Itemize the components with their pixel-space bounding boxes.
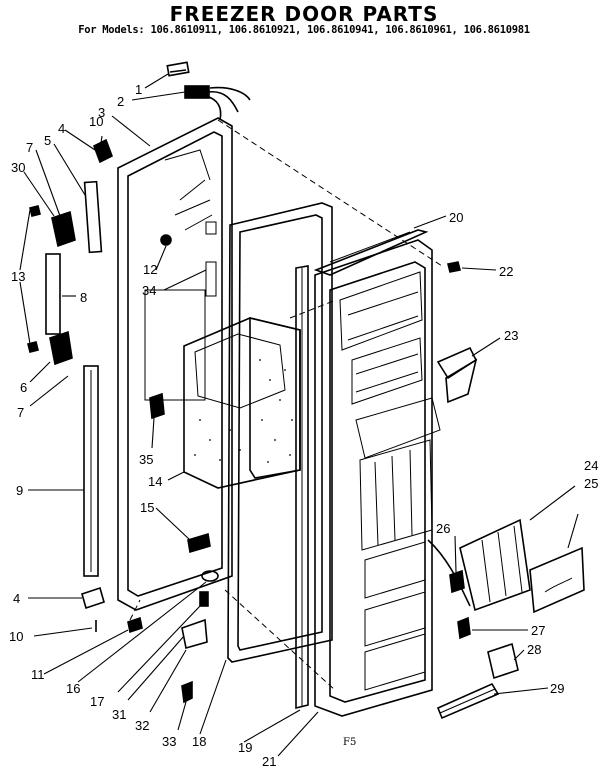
callout-label: 14 [148, 474, 162, 489]
inner-door-panel [117, 117, 233, 611]
callout-label: 7 [26, 140, 33, 155]
callout-label: 29 [550, 681, 564, 696]
leader-lines [19, 73, 579, 757]
wire-connector-part [184, 85, 251, 121]
callout-label: 35 [139, 452, 153, 467]
callout-label: 12 [143, 262, 157, 277]
callout-label: 4 [13, 591, 20, 606]
callout-label: 3 [98, 105, 105, 120]
callout-label: 6 [20, 380, 27, 395]
callout-label: 10 [9, 629, 23, 644]
model-numbers: For Models: 106.8610911, 106.8610921, 10… [78, 24, 530, 36]
callout-label: 34 [142, 283, 156, 298]
outer-door-liner [314, 239, 441, 717]
callout-label: 5 [44, 133, 51, 148]
callout-label: 9 [16, 483, 23, 498]
callout-label: 13 [11, 269, 25, 284]
callout-label: 2 [117, 94, 124, 109]
callout-label: 8 [80, 290, 87, 305]
callout-labels: 1 2 3 4 5 7 10 30 13 8 6 7 9 4 10 11 16 … [9, 82, 598, 768]
callout-label: 18 [192, 734, 206, 749]
callout-label: 21 [262, 754, 276, 768]
callout-label: 26 [436, 521, 450, 536]
left-hinge-parts [27, 138, 172, 632]
lower-fastener-parts [127, 392, 219, 704]
callout-label: 17 [90, 694, 104, 709]
dispenser-housing [183, 316, 301, 489]
diagram-title: FREEZER DOOR PARTS [169, 2, 439, 26]
figure-code: F5 [343, 737, 357, 748]
callout-label: 24 [584, 458, 598, 473]
callout-label: 32 [135, 718, 149, 733]
callout-label: 22 [499, 264, 513, 279]
callout-label: 16 [66, 681, 80, 696]
screw-parts [447, 261, 471, 640]
door-trim-strip [295, 265, 309, 710]
callout-label: 1 [135, 82, 142, 97]
callout-label: 30 [11, 160, 25, 175]
cover-and-rail [436, 642, 519, 720]
callout-label: 7 [17, 405, 24, 420]
callout-label: 20 [449, 210, 463, 225]
callout-label: 28 [527, 642, 541, 657]
callout-label: 33 [162, 734, 176, 749]
ice-chute [436, 346, 478, 404]
callout-label: 25 [584, 476, 598, 491]
callout-label: 11 [31, 667, 45, 682]
wire-clip-part [166, 61, 190, 77]
door-gasket [227, 202, 333, 663]
bin-front-panel [529, 546, 585, 614]
callout-label: 10 [89, 114, 103, 129]
door-top-cap [313, 229, 429, 276]
callout-label: 23 [504, 328, 518, 343]
callout-label: 15 [140, 500, 154, 515]
callout-label: 31 [112, 707, 126, 722]
callout-label: 19 [238, 740, 252, 755]
callout-label: 27 [531, 623, 545, 638]
callout-label: 4 [58, 121, 65, 136]
